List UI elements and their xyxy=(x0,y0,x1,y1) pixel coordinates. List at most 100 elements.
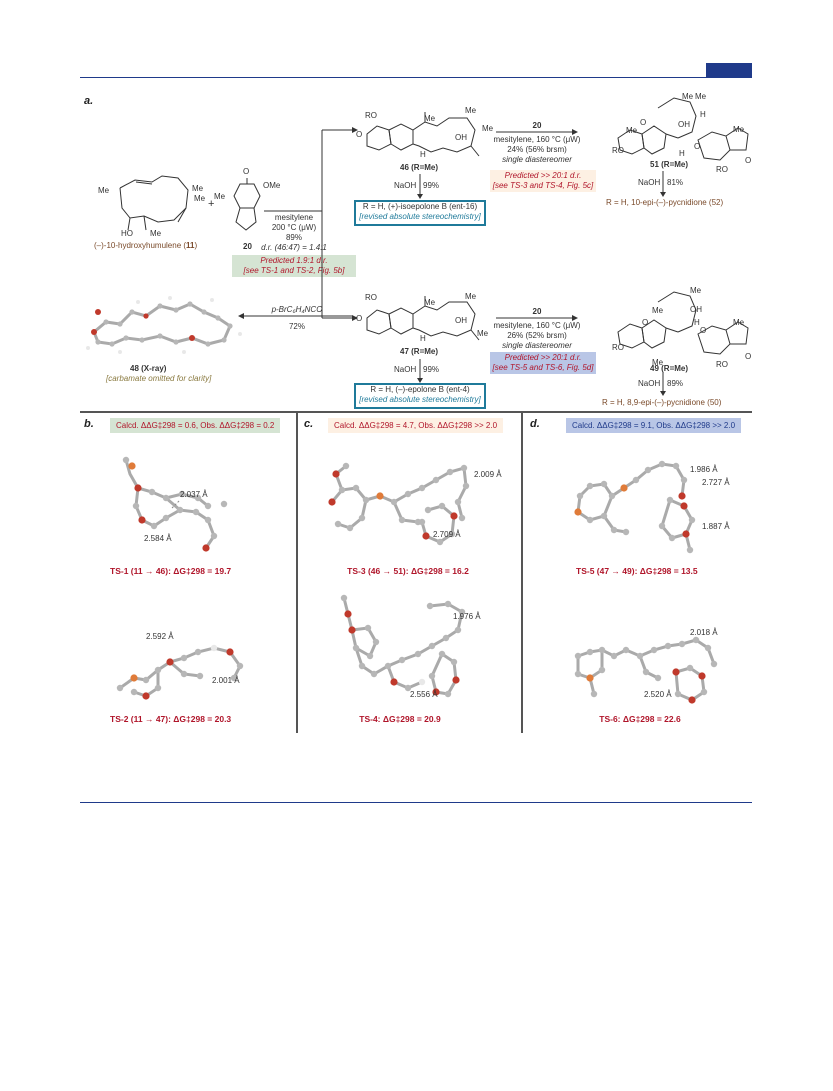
carbamate-l2: 72% xyxy=(288,322,305,331)
ts5-label: TS-5 (47 → 49): ΔG‡298 = 13.5 xyxy=(576,566,698,576)
ts3-d1: 2.009 Å xyxy=(474,470,502,479)
panel-b-header: Calcd. ΔΔG‡298 = 0.6, Obs. ΔΔG‡298 = 0.2 xyxy=(110,418,281,433)
c4651-l3: single diastereomer xyxy=(502,155,572,164)
panel-c-header: Calcd. ΔΔG‡298 = 4.7, Obs. ΔΔG‡298 >> 2.… xyxy=(328,418,504,433)
c48-note: [carbamate omitted for clarity] xyxy=(106,374,212,383)
ts1-label: TS-1 (11 → 46): ΔG‡298 = 19.7 xyxy=(110,566,232,576)
s11-ho: HO xyxy=(121,229,133,238)
s11-num: 11 xyxy=(186,241,195,250)
c51-oh: OH xyxy=(678,120,690,129)
c46-me2: Me xyxy=(465,106,477,115)
panel-c-label: c. xyxy=(304,418,314,430)
c49-ro1: RO xyxy=(612,343,624,352)
c51-h2: H xyxy=(679,149,685,158)
c46-me1: Me xyxy=(424,114,436,123)
plus-sign: + xyxy=(208,198,215,210)
c49-yield: 89% xyxy=(667,379,684,388)
c51-o1: O xyxy=(640,118,647,127)
box-4 xyxy=(354,383,486,409)
branch-arrows xyxy=(238,127,666,396)
c47-yield: 99% xyxy=(423,365,440,374)
r20-num: 20 xyxy=(243,242,252,251)
ts3-label: TS-3 (46 → 51): ΔG‡298 = 16.2 xyxy=(347,566,469,576)
box16-l2: [revised absolute stereochemistry] xyxy=(359,212,481,221)
pred-main-l1: Predicted 1.9:1 d.r. xyxy=(260,256,328,265)
c51-h1: H xyxy=(700,110,706,119)
c47-me1: Me xyxy=(424,298,436,307)
ts5-model xyxy=(574,460,696,554)
c48-label: 48 (X-ray) xyxy=(130,364,167,373)
carbamate-l1: p-BrC₆H₄NCO xyxy=(271,305,323,314)
c49-me2: Me xyxy=(652,306,664,315)
s11-name-text: (–)-10-hydroxyhumulene ( xyxy=(94,241,187,250)
pred4651-l2: [see TS-3 and TS-4, Fig. 5c] xyxy=(492,181,594,190)
ts4-d1: 1.976 Å xyxy=(453,612,481,621)
ts2-d1: 2.592 Å xyxy=(146,632,174,641)
c46-naoh: NaOH xyxy=(394,181,417,190)
c49-me1: Me xyxy=(690,286,702,295)
structure-51 xyxy=(617,97,749,161)
ts6-label: TS-6: ΔG‡298 = 22.6 xyxy=(599,714,681,724)
header-tab xyxy=(706,63,752,77)
c4651-num: 20 xyxy=(532,121,542,130)
structure-47 xyxy=(366,296,480,341)
ts3-d2: 2.709 Å xyxy=(433,530,461,539)
s11-me1: Me xyxy=(98,186,110,195)
pred-4651-box xyxy=(490,170,596,192)
panel-bc-divider xyxy=(296,413,298,733)
c51-yield: 81% xyxy=(667,178,684,187)
r20-o: O xyxy=(243,167,250,176)
s11-me3: Me xyxy=(194,194,206,203)
ts4-model xyxy=(340,594,466,698)
c51-label: 51 (R=Me) xyxy=(650,160,689,169)
c4651-l2: 24% (56% brsm) xyxy=(507,145,567,154)
c46-yield: 99% xyxy=(423,181,440,190)
ts5-d1: 1.986 Å xyxy=(690,465,718,474)
ts6-d1: 2.018 Å xyxy=(690,628,718,637)
c46-h: H xyxy=(420,150,426,159)
cond-main-l3: 89% xyxy=(285,233,302,242)
panel-b-label: b. xyxy=(84,418,94,430)
c49-o2: O xyxy=(700,326,707,335)
c4749-l2: 26% (52% brsm) xyxy=(507,331,567,340)
c49-h: H xyxy=(694,318,700,327)
ts3-model xyxy=(328,462,470,546)
panel-a-divider xyxy=(80,411,752,413)
pred4651-l1: Predicted >> 20:1 d.r. xyxy=(504,171,582,180)
cond-main-l4: d.r. (46:47) = 1.4:1 xyxy=(261,243,327,252)
c47-naoh: NaOH xyxy=(394,365,417,374)
ts5-d3: 1.887 Å xyxy=(702,522,730,531)
s11-me4: Me xyxy=(150,229,162,238)
footer-rule xyxy=(80,802,752,803)
c51-me2: Me xyxy=(695,92,707,101)
panel-a-label: a. xyxy=(84,95,94,107)
c49-oh: OH xyxy=(690,305,702,314)
structure-11 xyxy=(119,175,189,231)
cond-main-l1: mesitylene xyxy=(274,213,314,222)
ts2-d2: 2.001 Å xyxy=(212,676,240,685)
c4749-l1: mesitylene, 160 °C (μW) xyxy=(493,321,581,330)
header-rule xyxy=(80,77,752,78)
ts4-label: TS-4: ΔG‡298 = 20.9 xyxy=(359,714,441,724)
c49-product: R = H, 8,9-epi-(–)-pycnidione (50) xyxy=(602,398,722,407)
ts5-d2: 2.727 Å xyxy=(702,478,730,487)
c51-me4: Me xyxy=(733,125,745,134)
structure-46 xyxy=(366,112,480,157)
box4-l1: R = H, (–)-epolone B (ent-4) xyxy=(370,385,470,394)
c47-h: H xyxy=(420,334,426,343)
cond-main-l2: 200 °C (μW) xyxy=(271,223,317,232)
c47-label: 47 (R=Me) xyxy=(400,347,439,356)
r20-me: Me xyxy=(214,192,226,201)
c4749-num: 20 xyxy=(532,307,542,316)
ts1-d2: 2.584 Å xyxy=(144,534,172,543)
c46-o: O xyxy=(356,130,363,139)
c51-ro1: RO xyxy=(612,146,624,155)
c51-product: R = H, 10-epi-(–)-pycnidione (52) xyxy=(606,198,724,207)
ts6-model xyxy=(574,636,718,704)
predicted-main-box xyxy=(232,255,356,277)
structure-49 xyxy=(617,291,749,355)
ts4-d2: 2.556 Å xyxy=(410,690,438,699)
c51-naoh: NaOH xyxy=(638,178,661,187)
c51-o2: O xyxy=(694,142,701,151)
structure-48-xray xyxy=(86,296,242,354)
